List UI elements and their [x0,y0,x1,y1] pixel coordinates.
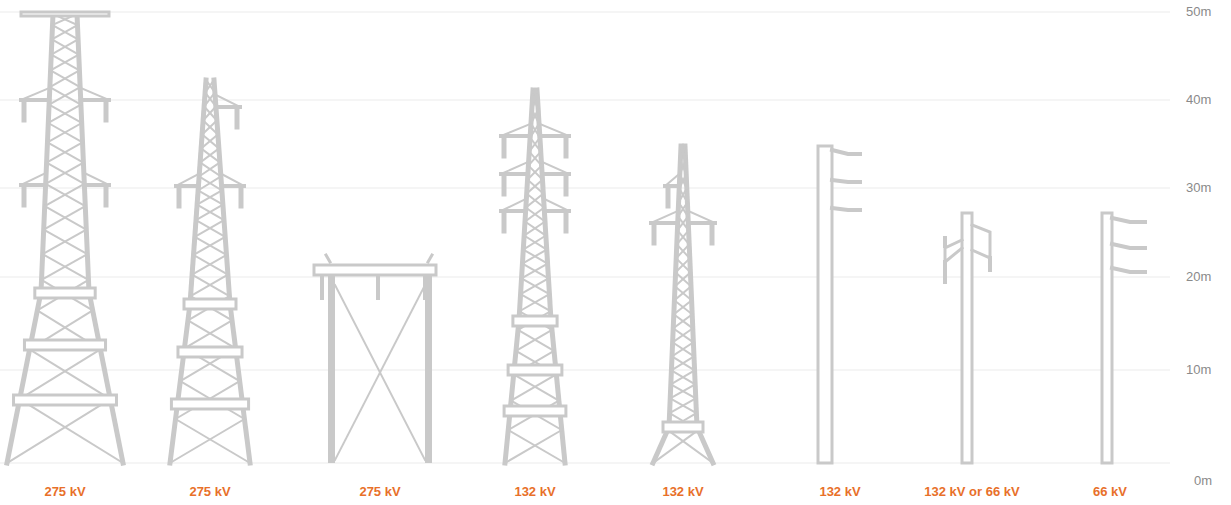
grid-lines [0,12,1170,463]
h-frame-tower [314,255,436,463]
axis-label: 20m [1186,269,1211,284]
pole-tower [818,146,860,463]
axis-label: 30m [1186,180,1211,195]
voltage-label: 275 kV [359,484,400,499]
pole-tower [945,213,990,463]
axis-label: 50m [1186,4,1211,19]
voltage-label: 275 kV [189,484,230,499]
towers [7,12,1145,463]
axis-label: 10m [1186,362,1211,377]
voltage-label: 275 kV [44,484,85,499]
axis-label: 0m [1194,473,1212,488]
voltage-label: 66 kV [1093,484,1127,499]
voltage-label: 132 kV [514,484,555,499]
voltage-label: 132 kV or 66 kV [924,484,1019,499]
voltage-label: 132 kV [819,484,860,499]
axis-label: 40m [1186,92,1211,107]
pole-tower [1102,213,1145,463]
voltage-label: 132 kV [662,484,703,499]
